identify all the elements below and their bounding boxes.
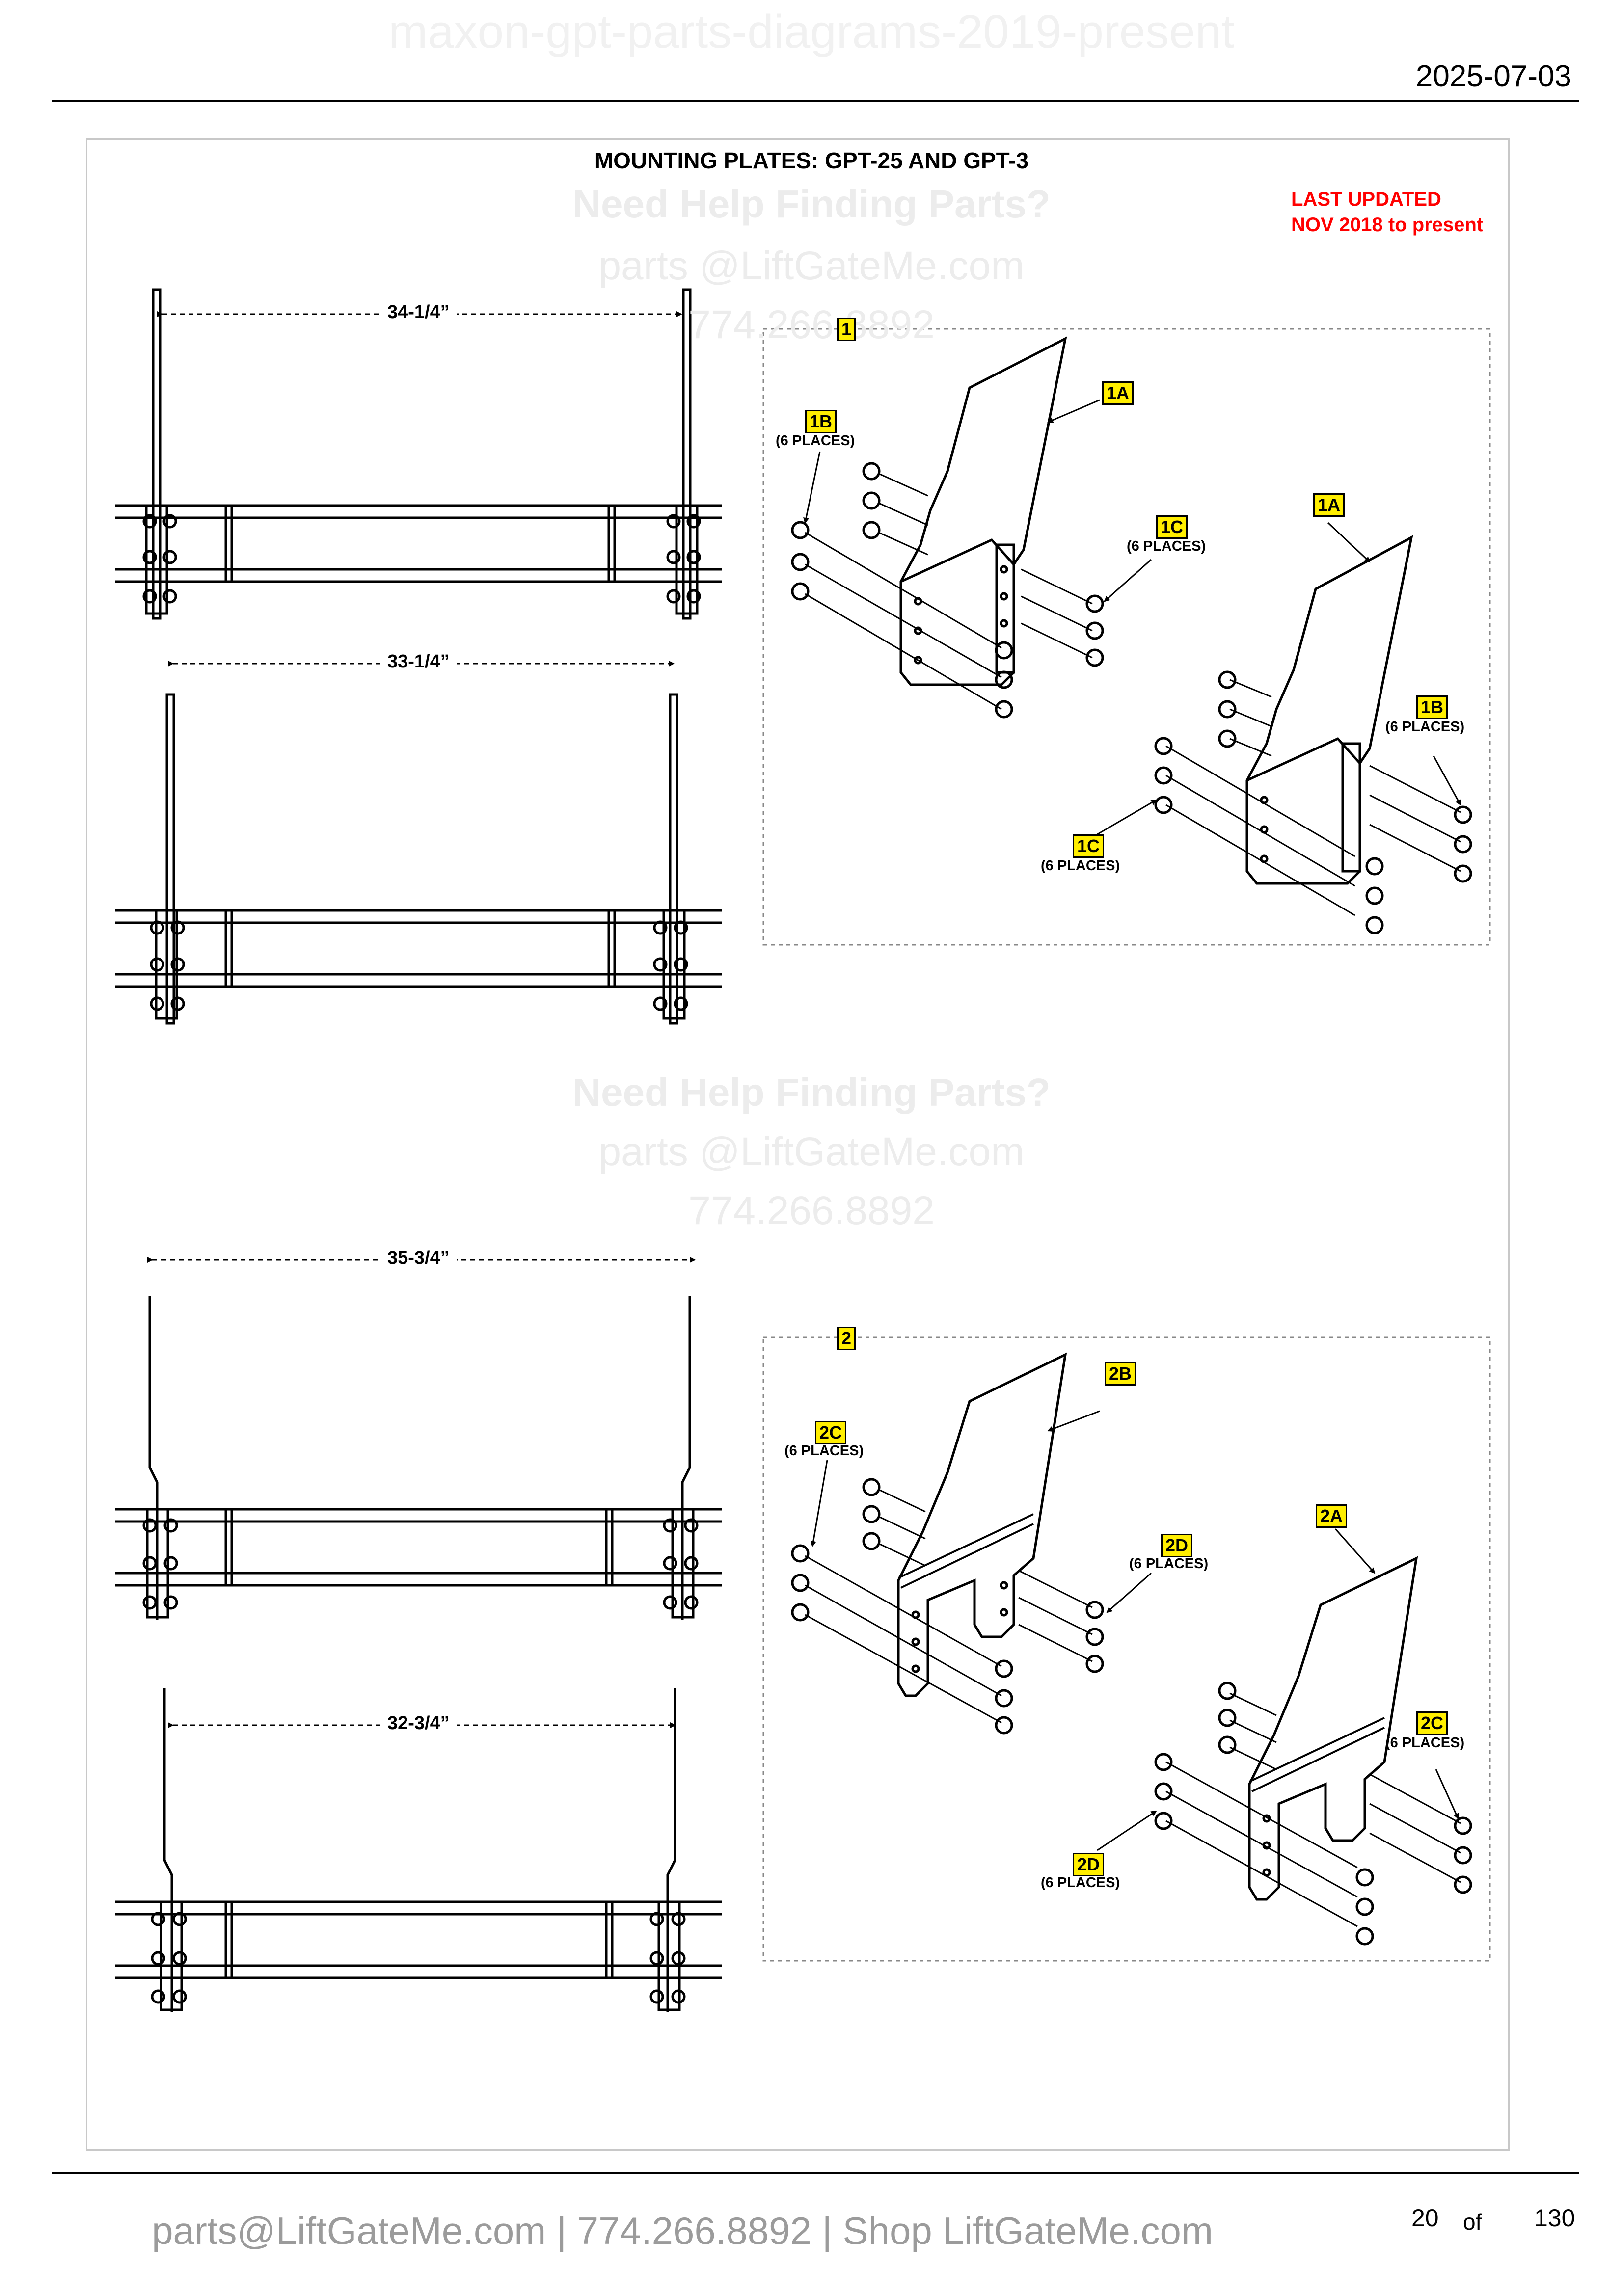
diagram-title: MOUNTING PLATES: GPT-25 AND GPT-3: [594, 148, 1029, 173]
last-updated-note: LAST UPDATED NOV 2018 to present: [1291, 187, 1483, 238]
frame-assembly-1-bottom: [115, 693, 722, 1025]
callout-2c-2: 2C: [1416, 1711, 1448, 1735]
kit-2-box: [762, 1336, 1491, 1962]
callout-1: 1: [837, 318, 856, 341]
watermark-help-2: Need Help Finding Parts?: [572, 1070, 1051, 1114]
dimension-label-3: 35-3/4”: [380, 1248, 457, 1269]
watermark-phone: 774.266.8892: [688, 302, 935, 347]
header-rule: [52, 100, 1579, 102]
diagram-frame: [86, 138, 1510, 2151]
places-note: (6 PLACES): [784, 1443, 864, 1459]
last-updated-label: LAST UPDATED: [1291, 188, 1441, 210]
callout-2: 2: [837, 1327, 856, 1350]
watermark-help: Need Help Finding Parts?: [572, 182, 1051, 226]
kit-2-plate-right: [1154, 1556, 1472, 1946]
watermark-email: parts @LiftGateMe.com: [598, 243, 1025, 288]
frame-assembly-2-bottom: [115, 1688, 722, 2012]
callout-2d: 2D: [1161, 1534, 1193, 1557]
footer-contact: parts@LiftGateMe.com | 774.266.8892 | Sh…: [152, 2209, 1213, 2252]
page-total: 130: [1534, 2204, 1575, 2232]
last-updated-range: NOV 2018 to present: [1291, 214, 1484, 236]
footer-rule: [52, 2172, 1579, 2174]
callout-1a-2: 1A: [1313, 493, 1345, 517]
callout-1a: 1A: [1102, 381, 1134, 405]
places-note: (6 PLACES): [1127, 538, 1206, 554]
document-title-watermark: maxon-gpt-parts-diagrams-2019-present: [388, 5, 1235, 58]
dimension-label-2: 33-1/4”: [380, 651, 457, 672]
kit-2-plate-left: [791, 1352, 1104, 1735]
kit-1-plate-left: [791, 336, 1104, 719]
dimension-label-4: 32-3/4”: [380, 1713, 457, 1734]
callout-2c: 2C: [815, 1421, 847, 1444]
callout-2b: 2B: [1105, 1362, 1136, 1386]
callout-2a: 2A: [1316, 1504, 1348, 1528]
callout-1b: 1B: [805, 410, 837, 433]
watermark-phone-2: 774.266.8892: [688, 1188, 935, 1233]
frame-assembly-1-top: [115, 288, 722, 620]
places-note: (6 PLACES): [1385, 1735, 1465, 1751]
places-note: (6 PLACES): [1385, 719, 1465, 735]
leader-lines: [803, 399, 1461, 1851]
dimension-label-1: 34-1/4”: [380, 302, 457, 323]
places-note: (6 PLACES): [776, 433, 855, 449]
callout-1b-2: 1B: [1416, 695, 1448, 719]
document-date: 2025-07-03: [1415, 59, 1571, 93]
callout-2d-2: 2D: [1073, 1853, 1105, 1876]
places-note: (6 PLACES): [1129, 1556, 1209, 1572]
kit-1-box: [762, 328, 1491, 946]
callout-1c: 1C: [1156, 515, 1188, 539]
places-note: (6 PLACES): [1041, 858, 1120, 874]
page-of: of: [1463, 2209, 1482, 2235]
callout-1c-2: 1C: [1073, 834, 1105, 858]
kit-1-plate-right: [1154, 535, 1472, 934]
places-note: (6 PLACES): [1041, 1875, 1120, 1891]
page-number: 20: [1411, 2204, 1439, 2232]
frame-assembly-2-top: [115, 1296, 722, 1620]
watermark-email-2: parts @LiftGateMe.com: [598, 1129, 1025, 1174]
